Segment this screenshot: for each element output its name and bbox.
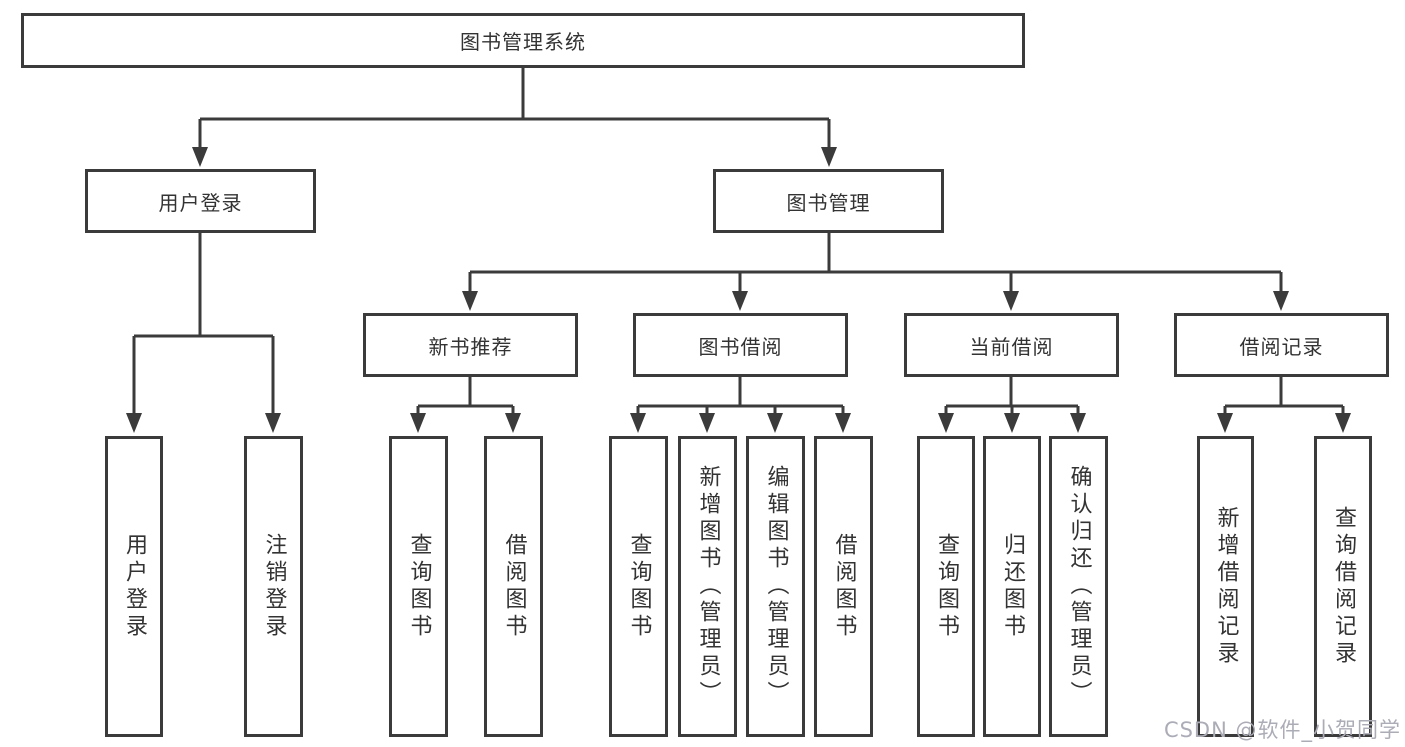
node-label: 图书管理 [786, 190, 871, 215]
arrowhead-icon [462, 291, 478, 311]
node-label: 用户登录 [122, 532, 147, 641]
leaf-query-books-recommend: 查询图书 [389, 436, 448, 737]
arrowhead-icon [938, 413, 954, 433]
leaf-logout: 注销登录 [244, 436, 303, 737]
arrowhead-icon [630, 413, 646, 433]
node-current-borrow: 当前借阅 [904, 313, 1119, 377]
arrowhead-icon [265, 413, 281, 433]
node-label: 新书推荐 [428, 334, 513, 359]
arrowhead-icon [410, 413, 426, 433]
arrowhead-icon [1217, 413, 1233, 433]
node-label: 确认归还（管理员） [1066, 465, 1092, 708]
arrowhead-icon [1335, 413, 1351, 433]
arrowhead-icon [1273, 291, 1289, 311]
arrowhead-icon [767, 413, 783, 433]
csdn-watermark: CSDN @软件_小贺同学 [1163, 718, 1401, 742]
leaf-add-books-admin: 新增图书（管理员） [678, 436, 737, 737]
node-new-book-recommend: 新书推荐 [363, 313, 578, 377]
leaf-query-books-current: 查询图书 [917, 436, 975, 737]
arrowhead-icon [1003, 291, 1019, 311]
node-label: 查询图书 [626, 532, 652, 641]
node-label: 用户登录 [158, 190, 243, 215]
node-label: 图书管理系统 [460, 30, 586, 54]
node-book-management: 图书管理 [713, 169, 944, 233]
arrowhead-icon [126, 413, 142, 433]
leaf-borrow-books-recommend: 借阅图书 [484, 436, 543, 737]
node-label: 查询图书 [934, 532, 959, 641]
arrowhead-icon [1070, 413, 1086, 433]
leaf-add-borrow-record: 新增借阅记录 [1197, 436, 1254, 737]
node-borrow-records: 借阅记录 [1174, 313, 1389, 377]
arrowhead-icon [732, 291, 748, 311]
leaf-edit-books-admin: 编辑图书（管理员） [746, 436, 805, 737]
node-label: 编辑图书（管理员） [763, 465, 789, 708]
arrowhead-icon [835, 413, 851, 433]
node-label: 当前借阅 [969, 334, 1054, 359]
node-label: 新增借阅记录 [1213, 505, 1239, 668]
arrowhead-icon [505, 413, 521, 433]
node-label: 借阅图书 [831, 532, 857, 641]
leaf-borrow-books: 借阅图书 [814, 436, 873, 737]
node-label: 注销登录 [261, 532, 287, 641]
leaf-return-books: 归还图书 [983, 436, 1041, 737]
arrowhead-icon [192, 147, 208, 167]
node-label: 查询图书 [406, 532, 432, 641]
arrowhead-icon [821, 147, 837, 167]
arrowhead-icon [1004, 413, 1020, 433]
node-label: 新增图书（管理员） [695, 465, 721, 708]
leaf-query-borrow-record: 查询借阅记录 [1314, 436, 1372, 737]
node-label: 图书借阅 [698, 334, 783, 359]
node-book-borrow: 图书借阅 [633, 313, 848, 377]
node-label: 查询借阅记录 [1331, 505, 1356, 668]
leaf-user-login: 用户登录 [105, 436, 163, 737]
node-user-login: 用户登录 [85, 169, 316, 233]
arrowheads [126, 147, 1351, 433]
node-root-library-system: 图书管理系统 [21, 13, 1025, 68]
leaf-confirm-return-admin: 确认归还（管理员） [1049, 436, 1108, 737]
node-label: 归还图书 [1000, 532, 1025, 641]
node-label: 借阅图书 [501, 532, 527, 641]
leaf-query-books-borrow: 查询图书 [609, 436, 668, 737]
node-label: 借阅记录 [1239, 334, 1324, 359]
arrowhead-icon [699, 413, 715, 433]
